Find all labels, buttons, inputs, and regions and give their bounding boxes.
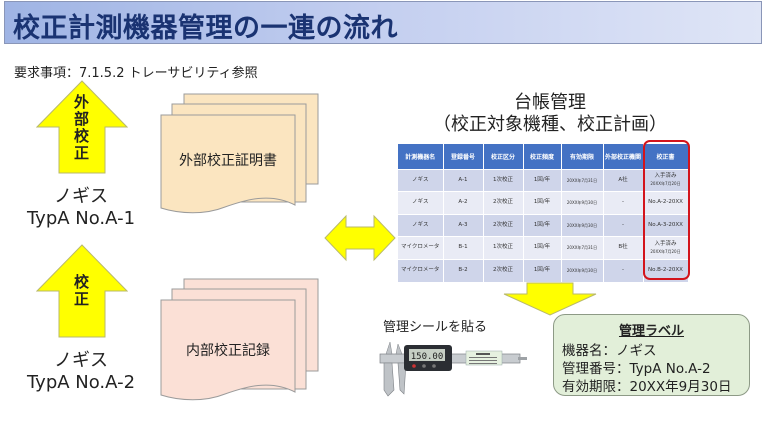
ledger-title: 台帳管理 （校正対象機種、校正計画）: [400, 92, 700, 136]
ledger-title-sub: （校正対象機種、校正計画）: [433, 114, 667, 135]
cell-id: B-1: [443, 236, 484, 259]
certificate-column-highlight: [643, 140, 690, 280]
cell-expiry: 20XX年9月30日: [561, 191, 604, 214]
cell-frequency: 1回/年: [523, 191, 562, 214]
cell-name: ノギス: [398, 191, 444, 214]
device-a1-type: ノギス: [54, 186, 108, 207]
cell-id: B-2: [443, 258, 484, 282]
external-certificate-label: 外部校正証明書: [179, 153, 277, 169]
cert-date: 20XX年7月20日: [650, 248, 681, 254]
cell-type: 1次校正: [483, 236, 524, 259]
column-header: 校正区分: [483, 144, 524, 169]
column-header: 校正書: [643, 144, 689, 169]
cell-agency: -: [603, 191, 644, 214]
management-label-box: 管理ラベル 機器名：ノギス 管理番号：TypA No.A-2 有効期限：20XX…: [553, 314, 750, 396]
internal-record-label: 内部校正記録: [186, 343, 270, 359]
cell-expiry: 20XX年9月30日: [561, 258, 604, 282]
requirement-note: 要求事項：7.1.5.2 トレーサビリティ参照: [14, 66, 258, 81]
cell-type: 1次校正: [483, 168, 524, 192]
external-calibration-arrow-icon: 外部校正: [36, 80, 128, 174]
cert-status: 入手済み: [654, 240, 677, 247]
column-header: 校正頻度: [523, 144, 562, 169]
column-header: 登録番号: [443, 144, 484, 169]
internal-calibration-arrow-icon: 校正: [36, 244, 128, 338]
cell-name: ノギス: [398, 213, 444, 237]
cell-expiry: 20XX年7月31日: [561, 168, 604, 192]
caliper-icon: 150.00: [378, 338, 528, 398]
table-row: マイクロメータ B-2 2次校正 1回/年 20XX年9月30日 - No.B-…: [398, 258, 689, 282]
cell-frequency: 1回/年: [523, 213, 562, 237]
page-title: 校正計測機器管理の一連の流れ: [13, 13, 398, 44]
cell-agency: -: [603, 258, 644, 282]
cell-id: A-2: [443, 191, 484, 214]
svg-text:150.00: 150.00: [411, 352, 444, 362]
sticker-caption: 管理シールを貼る: [383, 320, 488, 335]
cell-certificate: No.A-3-20XX: [643, 213, 689, 237]
column-header: 計測機器名: [398, 144, 444, 169]
cell-id: A-1: [443, 168, 484, 192]
cell-name: ノギス: [398, 168, 444, 192]
cert-date: 20XX年7月20日: [650, 181, 681, 187]
ledger-table: 計測機器名 登録番号 校正区分 校正頻度 有効期限 外部校正機関 校正書 ノギス…: [398, 144, 689, 282]
cell-agency: A社: [603, 168, 644, 192]
title-banner: 校正計測機器管理の一連の流れ: [4, 1, 762, 44]
cell-type: 2次校正: [483, 191, 524, 214]
cell-frequency: 1回/年: [523, 258, 562, 282]
device-a2-type: ノギス: [54, 350, 108, 371]
cell-frequency: 1回/年: [523, 168, 562, 192]
label-device-name: 機器名：ノギス: [562, 343, 657, 359]
device-a2-id: TypA No.A-2: [26, 372, 136, 393]
external-calibration-label: 外部校正: [72, 94, 90, 162]
cell-type: 2次校正: [483, 213, 524, 237]
column-header: 有効期限: [561, 144, 604, 169]
cell-frequency: 1回/年: [523, 236, 562, 259]
cell-agency: -: [603, 213, 644, 237]
label-expiry-date: 有効期限：20XX年9月30日: [562, 379, 732, 395]
table-row: ノギス A-2 2次校正 1回/年 20XX年9月30日 - No.A-2-20…: [398, 191, 689, 214]
bidirectional-arrow-icon: [324, 213, 396, 267]
ledger-header-row: 計測機器名 登録番号 校正区分 校正頻度 有効期限 外部校正機関 校正書: [398, 144, 689, 169]
cell-agency: B社: [603, 236, 644, 259]
column-header: 外部校正機関: [603, 144, 644, 169]
management-label-title: 管理ラベル: [618, 324, 684, 339]
cell-certificate: No.A-2-20XX: [643, 191, 689, 214]
cert-status: 入手済み: [654, 173, 677, 180]
down-arrow-icon: [503, 282, 597, 320]
cell-name: マイクロメータ: [398, 236, 444, 259]
device-a1-name: ノギス TypA No.A-1: [14, 186, 148, 230]
cell-expiry: 20XX年7月31日: [561, 236, 604, 259]
cell-id: A-3: [443, 213, 484, 237]
device-a2-name: ノギス TypA No.A-2: [14, 350, 148, 394]
internal-calibration-label: 校正: [72, 274, 90, 308]
device-a1-id: TypA No.A-1: [26, 208, 136, 229]
internal-record-document-icon: 内部校正記録: [160, 277, 320, 412]
ledger-title-main: 台帳管理: [514, 92, 586, 113]
label-management-number: 管理番号：TypA No.A-2: [562, 361, 711, 377]
table-row: マイクロメータ B-1 1次校正 1回/年 20XX年7月31日 B社 入手済み…: [398, 236, 689, 259]
cell-name: マイクロメータ: [398, 258, 444, 282]
cell-expiry: 20XX年9月30日: [561, 213, 604, 237]
table-row: ノギス A-3 2次校正 1回/年 20XX年9月30日 - No.A-3-20…: [398, 213, 689, 237]
cell-certificate: No.B-2-20XX: [643, 258, 689, 282]
external-certificate-document-icon: 外部校正証明書: [160, 92, 320, 217]
cell-type: 2次校正: [483, 258, 524, 282]
